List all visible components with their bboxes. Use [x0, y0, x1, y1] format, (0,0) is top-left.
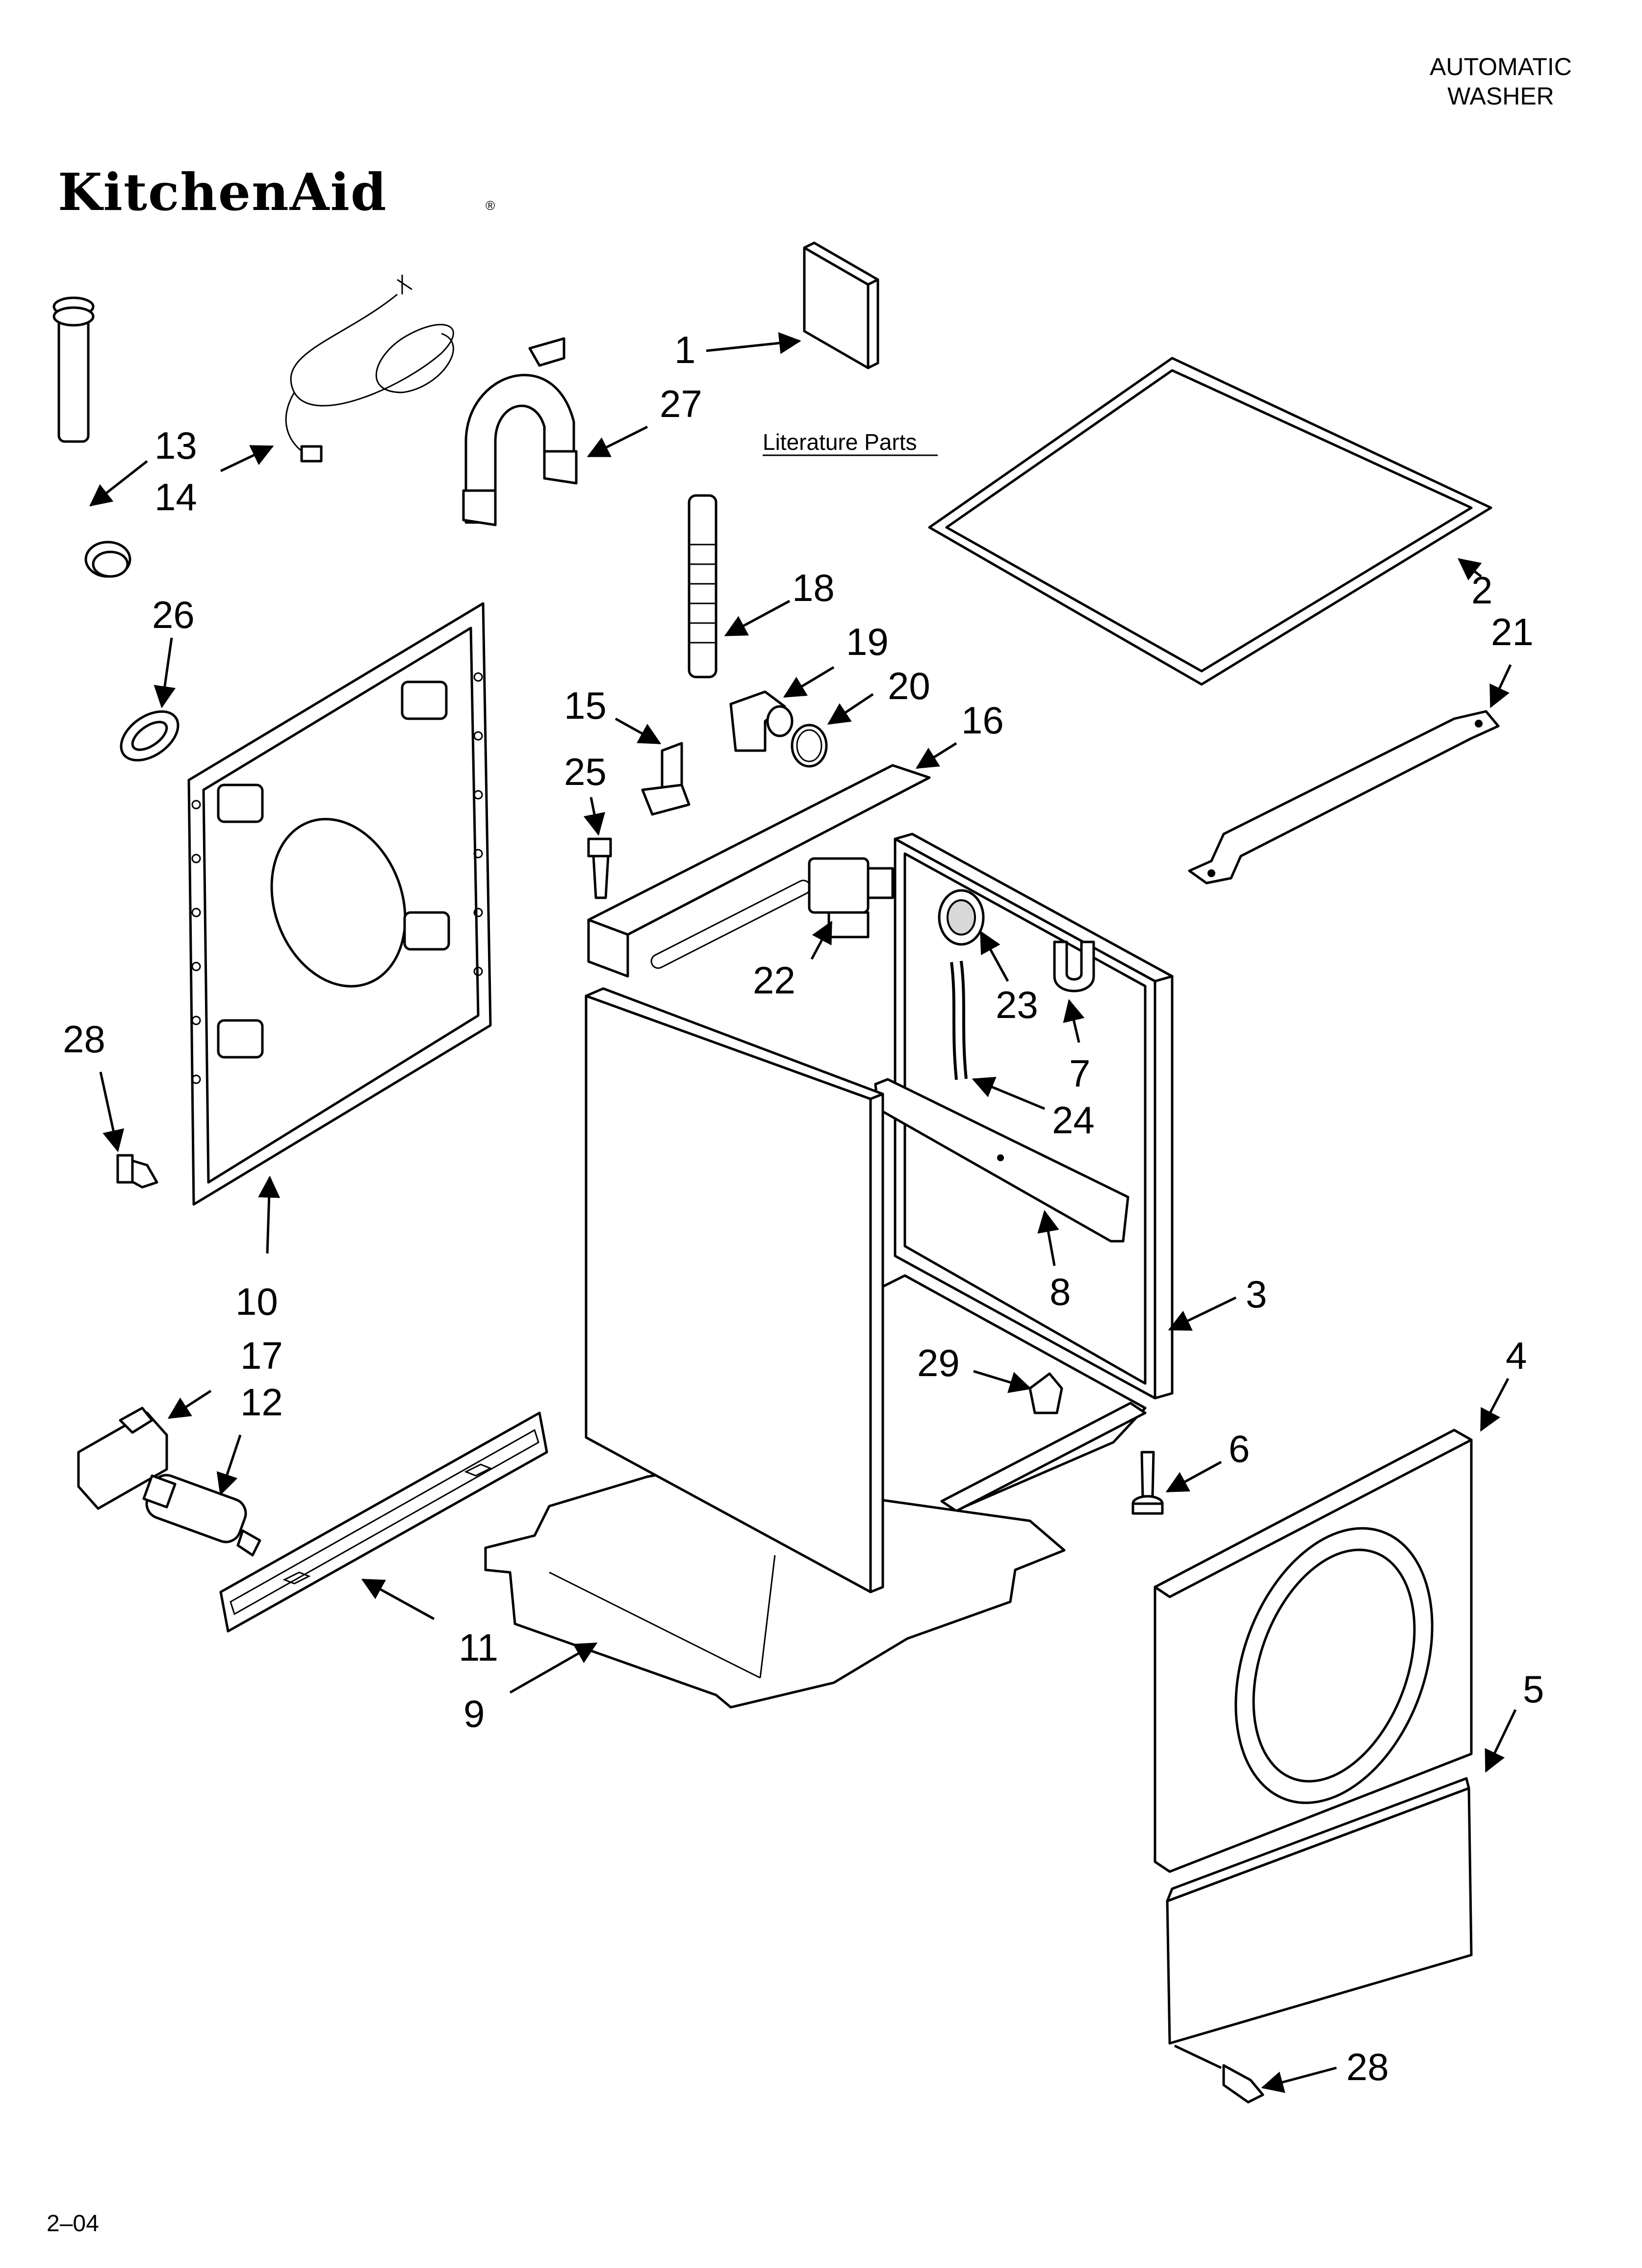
part-top-strip — [587, 764, 931, 978]
callout-label: 9 — [463, 1692, 485, 1735]
part-hose-clip — [1053, 940, 1095, 992]
brand-logo: KitchenAid ® — [58, 162, 495, 222]
part-elbow-and-clamp — [729, 690, 828, 768]
callout-label: 27 — [660, 382, 702, 425]
part-side-panel — [585, 987, 884, 1593]
callout-label: 8 — [1050, 1270, 1071, 1313]
callout-label: 1 — [674, 328, 695, 371]
brand-wordmark: KitchenAid — [58, 162, 387, 222]
part-drain-hose — [688, 494, 718, 678]
callout-label: 12 — [240, 1381, 283, 1424]
callout-label: 11 — [459, 1626, 498, 1669]
callout-label: 28 — [63, 1017, 105, 1061]
callout-label: 5 — [1523, 1668, 1544, 1711]
callout-label: 22 — [753, 959, 795, 1002]
callout-label: 4 — [1506, 1334, 1527, 1377]
part-screw-front — [1222, 2064, 1264, 2104]
callout-label: 17 — [240, 1334, 283, 1377]
callout-label: 6 — [1229, 1427, 1250, 1470]
part-top-brace — [1188, 710, 1500, 885]
product-type-line-2: WASHER — [1447, 82, 1554, 110]
part-kick-panel — [1166, 1777, 1473, 2045]
callout-label: 25 — [564, 750, 607, 793]
callout-label: 28 — [1346, 2045, 1389, 2088]
revision-code: 2–04 — [47, 2211, 99, 2237]
callout-label: 7 — [1069, 1052, 1090, 1095]
part-power-cord — [285, 275, 454, 463]
part-base-sheet — [484, 1463, 1066, 1709]
callout-label: 2 — [1471, 569, 1492, 612]
callout-label: 20 — [888, 664, 930, 707]
part-screw-rear — [116, 1154, 158, 1189]
part-pressure-tube — [950, 961, 968, 1080]
part-pressure-switch — [938, 889, 985, 946]
product-type-heading: AUTOMATIC WASHER — [1393, 52, 1609, 111]
part-bracket — [641, 742, 691, 816]
brand-registered-mark: ® — [486, 198, 495, 213]
part-holder — [77, 1407, 168, 1510]
product-type-line-1: AUTOMATIC — [1430, 53, 1572, 80]
callout-label: 10 — [235, 1280, 278, 1323]
part-top-gasket — [928, 357, 1492, 686]
callout-label: 15 — [564, 684, 607, 727]
part-screw-top — [587, 837, 612, 899]
part-grommet — [120, 710, 180, 762]
literature-parts-label: Literature Parts — [763, 429, 938, 456]
part-water-valve — [808, 857, 894, 938]
callout-label: 13 — [154, 424, 197, 467]
literature-parts-text: Literature Parts — [763, 429, 917, 455]
callout-label: 3 — [1246, 1273, 1267, 1316]
part-front-panel — [1154, 1429, 1473, 1873]
callout-label: 18 — [792, 566, 835, 609]
part-base-rail — [219, 1411, 548, 1633]
part-capacitor — [142, 1474, 261, 1557]
callout-numbers: 1 2 3 4 5 6 7 8 9 10 11 12 13 14 15 16 1… — [63, 328, 1544, 2088]
callout-label: 21 — [1491, 610, 1534, 653]
callout-label: 14 — [154, 475, 197, 519]
part-inlet-hose — [52, 296, 131, 578]
callout-label: 29 — [917, 1341, 960, 1384]
part-hose-guide — [462, 337, 578, 526]
callout-label: 16 — [961, 699, 1004, 742]
callout-label: 24 — [1052, 1098, 1095, 1142]
part-leveling-foot — [1131, 1451, 1164, 1515]
part-clip — [1028, 1372, 1063, 1414]
part-literature-booklet — [803, 241, 879, 369]
part-rear-panel — [187, 602, 492, 1206]
callout-label: 23 — [996, 983, 1038, 1026]
callout-leaders — [89, 332, 1517, 2093]
callout-label: 19 — [846, 620, 889, 663]
callout-label: 26 — [152, 593, 195, 636]
